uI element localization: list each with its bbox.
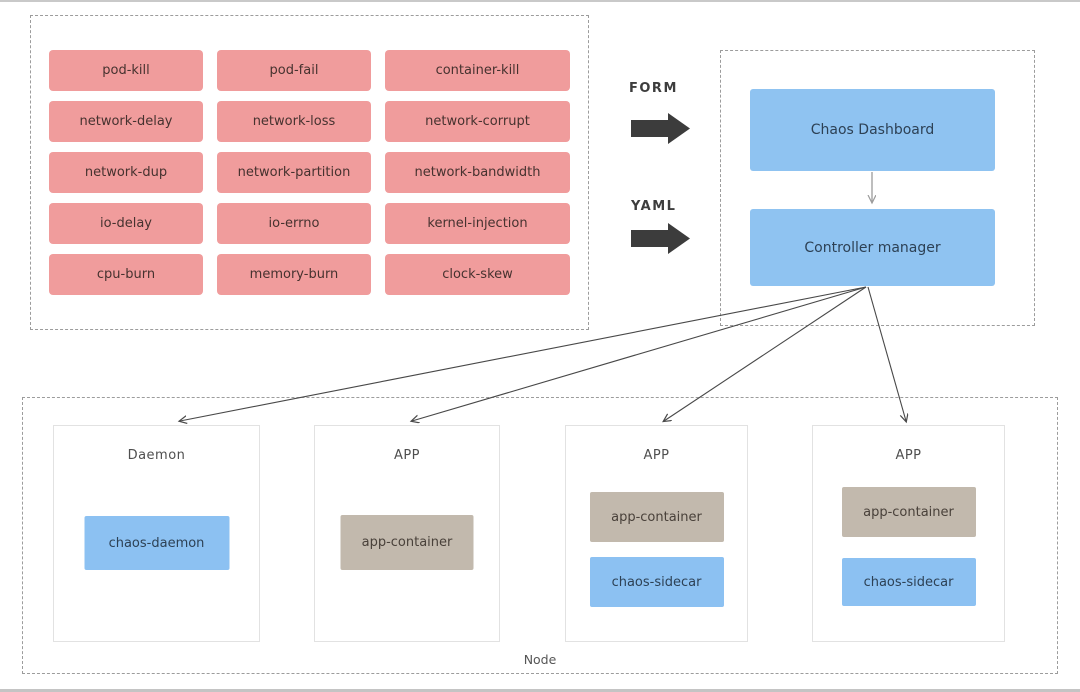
pod-app-1: APP app-container: [314, 425, 500, 642]
pod-title: APP: [895, 448, 922, 463]
experiment-network-partition: network-partition: [217, 152, 371, 193]
pod-title: APP: [643, 448, 670, 463]
experiment-io-errno: io-errno: [217, 203, 371, 244]
yaml-input-label: YAML: [631, 199, 677, 214]
experiment-container-kill: container-kill: [385, 50, 570, 91]
pod-app-2: APP app-container chaos-sidecar: [565, 425, 748, 642]
form-arrow-icon: [631, 113, 690, 144]
app-container-box: app-container: [340, 515, 474, 570]
app-container-box: app-container: [841, 487, 976, 537]
pod-title: APP: [393, 448, 421, 463]
experiment-pod-kill: pod-kill: [49, 50, 203, 91]
experiment-network-dup: network-dup: [49, 152, 203, 193]
experiment-memory-burn: memory-burn: [217, 254, 371, 295]
experiment-network-corrupt: network-corrupt: [385, 101, 570, 142]
node-label: Node: [523, 652, 557, 667]
chaos-dashboard-box: Chaos Dashboard: [750, 89, 995, 171]
experiment-network-delay: network-delay: [49, 101, 203, 142]
experiment-network-bandwidth: network-bandwidth: [385, 152, 570, 193]
experiments-grid: pod-kill pod-fail container-kill network…: [49, 50, 570, 295]
chaos-sidecar-box: chaos-sidecar: [841, 558, 976, 606]
experiment-cpu-burn: cpu-burn: [49, 254, 203, 295]
app-container-box: app-container: [589, 492, 724, 542]
experiment-kernel-injection: kernel-injection: [385, 203, 570, 244]
pod-title: Daemon: [127, 448, 186, 463]
form-input-label: FORM: [629, 81, 678, 96]
pod-app-3: APP app-container chaos-sidecar: [812, 425, 1005, 642]
experiment-io-delay: io-delay: [49, 203, 203, 244]
chaos-daemon-box: chaos-daemon: [84, 516, 229, 570]
yaml-arrow-icon: [631, 223, 690, 254]
pod-daemon: Daemon chaos-daemon: [53, 425, 260, 642]
experiment-network-loss: network-loss: [217, 101, 371, 142]
experiment-clock-skew: clock-skew: [385, 254, 570, 295]
experiment-pod-fail: pod-fail: [217, 50, 371, 91]
controller-manager-box: Controller manager: [750, 209, 995, 286]
chaos-sidecar-box: chaos-sidecar: [589, 557, 724, 607]
